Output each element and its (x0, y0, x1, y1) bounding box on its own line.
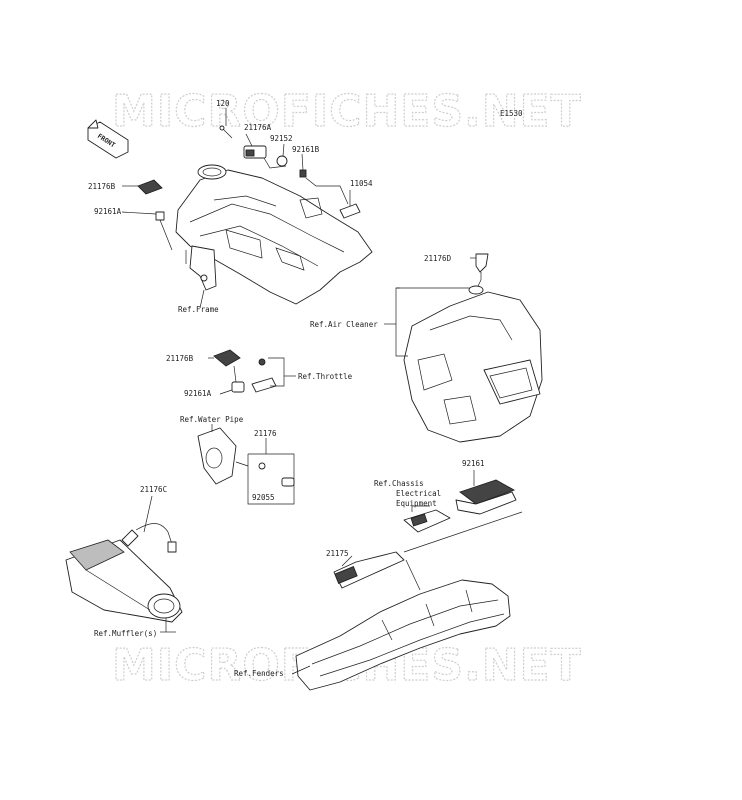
label-ref-water-pipe: Ref.Water Pipe (180, 415, 244, 424)
label-ref-frame: Ref.Frame (178, 305, 219, 314)
label-92161B: 92161B (292, 145, 320, 154)
water-pipe (197, 427, 237, 485)
label-21176B-mid: 21176B (166, 354, 194, 363)
sensor-21176 (281, 477, 295, 487)
ecu-92161 (455, 479, 517, 515)
label-21175: 21175 (326, 549, 349, 558)
label-21176B-top: 21176B (88, 182, 116, 191)
sensor-21176D (475, 253, 489, 280)
sensor-21176A (243, 145, 267, 159)
frame-assembly (175, 164, 373, 305)
label-ref-fenders: Ref.Fenders (234, 669, 284, 678)
clip-92161A-mid (231, 381, 245, 393)
sensor-21176B-top (137, 179, 163, 195)
oxygen-sensor-21176C (121, 523, 177, 553)
label-ref-air-cleaner: Ref.Air Cleaner (310, 320, 378, 329)
label-92152: 92152 (270, 134, 293, 143)
label-ref-chassis-3: Equipment (396, 499, 437, 508)
label-92161A-top: 92161A (94, 207, 122, 216)
bracket-11054 (339, 203, 361, 219)
label-120: 120 (216, 99, 230, 108)
relay-21175 (333, 551, 405, 589)
sensor-21176B-mid (213, 349, 241, 367)
label-92161: 92161 (462, 459, 485, 468)
label-11054: 11054 (350, 179, 373, 188)
label-92055: 92055 (252, 493, 275, 502)
bolt-120 (219, 125, 233, 139)
gasket-92055 (258, 462, 266, 470)
label-21176D: 21176D (424, 254, 452, 263)
clip-92161A-top (155, 211, 165, 221)
air-cleaner-assembly (403, 285, 543, 443)
label-ref-chassis-1: Ref.Chassis (374, 479, 424, 488)
label-ref-throttle: Ref.Throttle (298, 372, 353, 381)
front-arrow-icon: FRONT (87, 119, 129, 159)
label-ref-chassis-2: Electrical (396, 489, 441, 498)
leader-lines (121, 108, 523, 675)
throttle-bracket (251, 358, 277, 393)
fender-assembly (295, 579, 511, 691)
label-92161A-mid: 92161A (184, 389, 212, 398)
label-21176A: 21176A (244, 123, 272, 132)
clamp-92161B (299, 169, 307, 178)
muffler-assembly (65, 539, 183, 623)
grommet-92152 (276, 155, 288, 167)
label-ref-muffler: Ref.Muffler(s) (94, 629, 157, 638)
label-21176: 21176 (254, 429, 277, 438)
watermark-top: MICROFICHES.NET (112, 86, 582, 137)
connector-plate (403, 509, 451, 533)
diagram-code: E1530 (500, 109, 523, 118)
label-21176C: 21176C (140, 485, 167, 494)
